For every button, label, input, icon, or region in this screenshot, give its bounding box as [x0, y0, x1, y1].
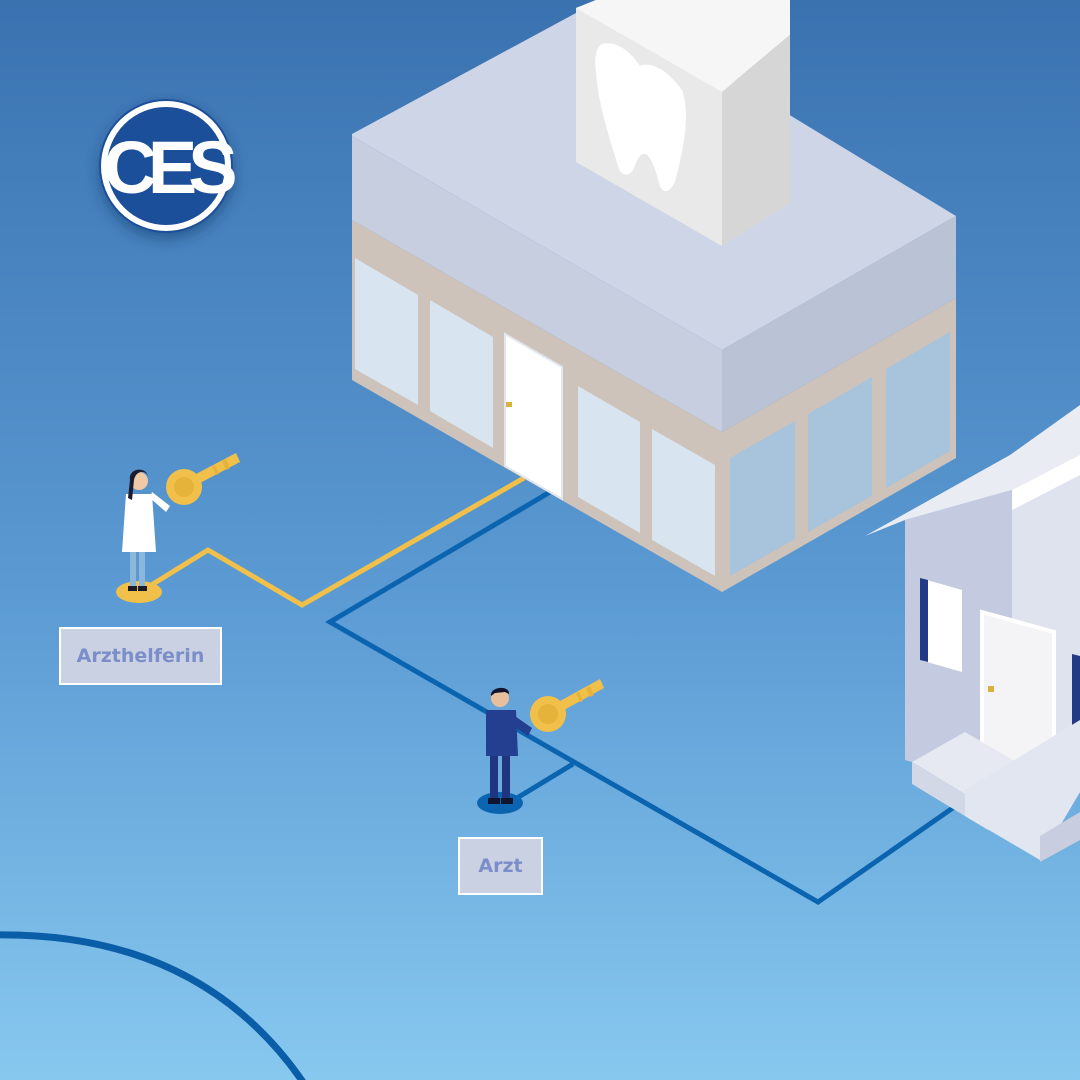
ces-logo: CES — [99, 99, 244, 233]
assistant-role-label: Arzthelferin — [59, 627, 222, 685]
doctor-access-path — [325, 489, 1012, 905]
doctor-key-icon — [530, 679, 604, 732]
tooth-icon — [595, 43, 686, 192]
assistant-key-icon — [166, 453, 240, 505]
practice-right-windows — [730, 332, 950, 576]
tooth-sign — [576, 0, 790, 246]
house-steps — [912, 720, 1080, 862]
practice-door — [504, 332, 563, 501]
dental-practice-building — [352, 0, 956, 592]
house-roof — [865, 405, 1080, 536]
decorative-arc — [0, 931, 306, 1080]
assistant-figure — [116, 469, 170, 603]
practice-door-lock — [506, 402, 512, 407]
doctor-figure — [477, 687, 532, 814]
logo-text: CES — [103, 126, 235, 209]
house-building — [865, 405, 1080, 862]
practice-left-windows — [355, 258, 715, 576]
doctor-role-label: Arzt — [458, 837, 543, 895]
house-window — [920, 578, 962, 672]
assistant-access-path — [138, 475, 526, 608]
house-door-lock — [988, 686, 994, 692]
